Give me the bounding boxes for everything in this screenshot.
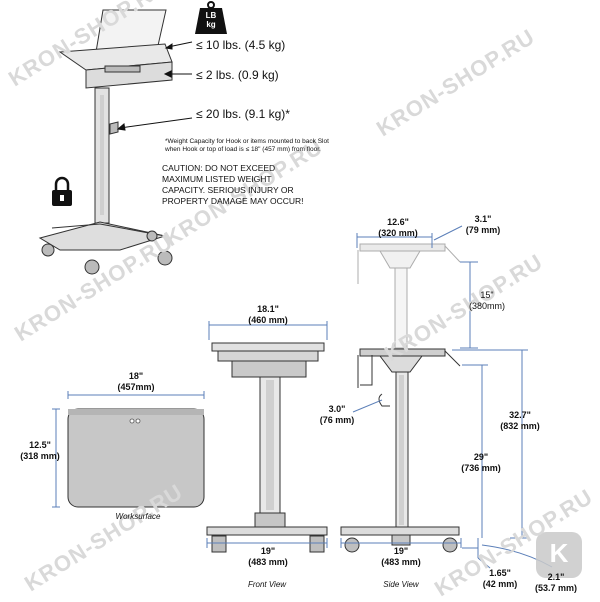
lock-icon xyxy=(52,176,72,206)
weight-icon-label: LB kg xyxy=(205,11,217,29)
side-height-dim: 29" (736 mm) xyxy=(461,452,501,473)
side-foot-dim: 1.65" (42 mm) xyxy=(482,568,518,589)
side-view-drawing xyxy=(340,243,461,553)
capacity-tray: ≤ 10 lbs. (4.5 kg) xyxy=(196,38,286,52)
side-view-dim-lines xyxy=(340,225,553,569)
worksurface-depth-dim: 12.5" (318 mm) xyxy=(20,440,60,461)
side-span-dim: 15" (380mm) xyxy=(468,290,505,311)
k-badge-letter: K xyxy=(549,538,569,568)
worksurface-drawing xyxy=(67,408,205,508)
capacity-hook: ≤ 20 lbs. (9.1 kg)* xyxy=(196,107,290,121)
capacity-leaders xyxy=(116,41,193,131)
k-badge xyxy=(536,532,582,578)
capacity-shelf: ≤ 2 lbs. (0.9 kg) xyxy=(196,68,279,82)
front-view-drawing xyxy=(206,342,328,553)
side-offset-dim: 2.1" (53.7 mm) xyxy=(534,572,578,593)
side-slot-dim: 3.0" (76 mm) xyxy=(319,404,355,425)
worksurface-caption: Worksurface xyxy=(115,512,161,521)
weight-icon xyxy=(195,1,227,34)
worksurface-dim-lines xyxy=(52,391,205,508)
caution-text: CAUTION: DO NOT EXCEED MAXIMUM LISTED WE… xyxy=(162,163,304,206)
front-view-dim-lines xyxy=(206,321,328,548)
front-view-caption: Front View xyxy=(247,580,287,589)
side-hook-dim: 3.1" (79 mm) xyxy=(465,214,501,235)
side-top-dim: 12.6" (320 mm) xyxy=(378,217,418,238)
worksurface-width-dim: 18" (457mm) xyxy=(117,371,155,392)
capacity-footnote: *Weight Capacity for Hook or items mount… xyxy=(165,138,329,153)
side-view-caption: Side View xyxy=(383,580,419,589)
front-top-dim: 18.1" (460 mm) xyxy=(248,304,288,325)
side-total-dim: 32.7" (832 mm) xyxy=(500,410,540,431)
front-base-dim: 19" (483 mm) xyxy=(248,546,288,567)
side-base-dim: 19" (483 mm) xyxy=(381,546,421,567)
cart-perspective xyxy=(38,9,173,275)
